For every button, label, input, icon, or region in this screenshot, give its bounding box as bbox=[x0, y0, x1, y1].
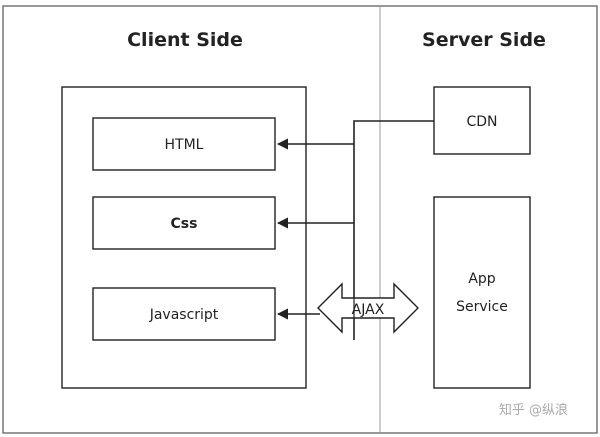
watermark-text: 知乎 @纵浪 bbox=[499, 402, 568, 418]
app-label: App bbox=[468, 271, 495, 287]
javascript-label: Javascript bbox=[149, 307, 219, 323]
cdn-box bbox=[433, 86, 531, 155]
css-label: Css bbox=[171, 216, 198, 232]
outer-frame bbox=[2, 5, 598, 434]
html-label: HTML bbox=[165, 137, 204, 153]
ajax-double-arrow bbox=[317, 282, 419, 334]
cdn-label: CDN bbox=[466, 114, 497, 130]
javascript-box bbox=[92, 287, 276, 341]
service-label: Service bbox=[456, 299, 508, 315]
css-box bbox=[92, 196, 276, 250]
server-side-title: Server Side bbox=[422, 29, 546, 51]
client-container bbox=[61, 86, 307, 389]
cdn-connector bbox=[353, 120, 434, 340]
client-side-title: Client Side bbox=[127, 29, 243, 51]
ajax-label: AJAX bbox=[352, 302, 385, 318]
html-box bbox=[92, 117, 276, 171]
app-service-box bbox=[433, 196, 531, 389]
